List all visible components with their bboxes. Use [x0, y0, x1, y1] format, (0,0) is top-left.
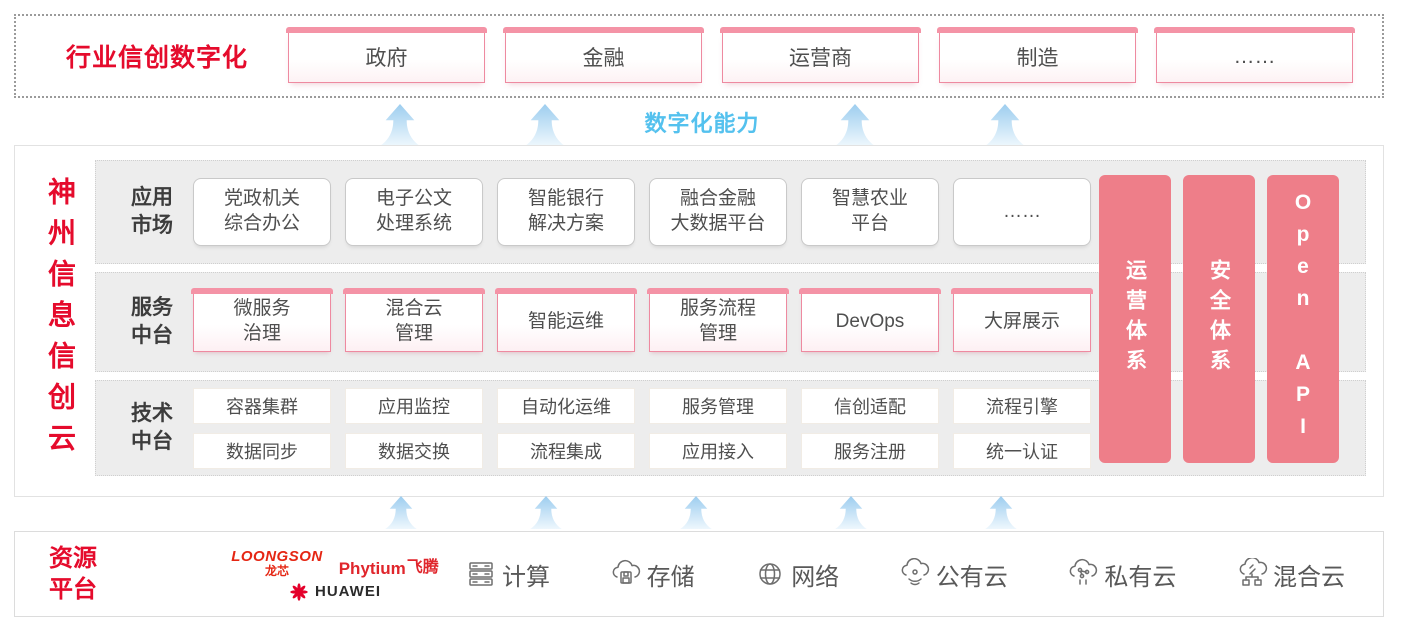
layer-label: 服务中台: [131, 295, 173, 347]
resource-item-hybrid-cloud: 混合云: [1236, 557, 1345, 592]
up-arrow-icon: [680, 496, 712, 529]
platform-title-vertical: 神州信息信创云: [45, 176, 76, 464]
server-icon: [469, 562, 493, 586]
svc-box-hybrid-cloud-mgmt: 混合云 管理: [343, 288, 485, 352]
resource-platform-title: 资源 平台: [49, 544, 97, 603]
layer-application-market: 应用市场 党政机关 综合办公 电子公文 处理系统 智能银行 解决方案 融合金融 …: [95, 160, 1366, 264]
vendor-logos: LOONGSON 龙芯 Phytium 飞腾: [210, 542, 460, 608]
industry-box-government: 政府: [286, 27, 487, 83]
up-arrow-icon: [530, 496, 562, 529]
svc-box-service-process-mgmt: 服务流程 管理: [647, 288, 789, 352]
tech-box-process-integration: 流程集成: [497, 432, 635, 469]
layer-label: 应用市场: [131, 185, 173, 237]
resource-items: 计算 存储 网络: [465, 532, 1345, 616]
huawei-flower-icon: [290, 582, 308, 601]
industry-row: 政府 金融 运营商 制造 ……: [286, 27, 1355, 83]
loongson-logo: LOONGSON 龙芯: [231, 547, 323, 578]
resource-item-network: 网络: [754, 557, 839, 592]
tech-box-service-mgmt: 服务管理: [649, 387, 787, 424]
xinchuang-cloud-platform: 神州信息信创云 应用市场 党政机关 综合办公 电子公文 处理系统 智能银行 解决…: [14, 145, 1384, 497]
storage-cloud-icon: [612, 559, 640, 584]
up-arrow-icon: [524, 104, 566, 146]
app-box-finance-bigdata: 融合金融 大数据平台: [649, 178, 787, 246]
pillar-open-api: Open API: [1267, 175, 1339, 463]
tech-box-service-registry: 服务注册: [801, 432, 939, 469]
resource-item-public-cloud: 公有云: [899, 557, 1008, 592]
huawei-logo: HUAWEI: [289, 582, 381, 602]
up-arrow-icon: [834, 104, 876, 146]
tech-box-xinchuang-adaptation: 信创适配: [801, 387, 939, 424]
phytium-logo: Phytium 飞腾: [338, 558, 439, 578]
up-arrow-icon: [835, 496, 867, 529]
tech-box-process-engine: 流程引擎: [953, 387, 1091, 424]
tech-box-unified-auth: 统一认证: [953, 432, 1091, 469]
network-globe-icon: [759, 563, 781, 585]
application-boxes: 党政机关 综合办公 电子公文 处理系统 智能银行 解决方案 融合金融 大数据平台…: [193, 161, 1091, 263]
app-box-party-gov-office: 党政机关 综合办公: [193, 178, 331, 246]
pillar-operation-system: 运营体系: [1099, 175, 1171, 463]
pillar-security-system: 安全体系: [1183, 175, 1255, 463]
tech-box-container-cluster: 容器集群: [193, 387, 331, 424]
svc-box-microservice-governance: 微服务 治理: [191, 288, 333, 352]
app-box-smart-banking: 智能银行 解决方案: [497, 178, 635, 246]
tech-box-data-exchange: 数据交换: [345, 432, 483, 469]
app-box-edoc-system: 电子公文 处理系统: [345, 178, 483, 246]
capability-label: 数字化能力: [644, 111, 760, 136]
tech-box-automated-ops: 自动化运维: [497, 387, 635, 424]
up-arrow-icon: [985, 496, 1017, 529]
layer-label: 技术中台: [131, 401, 173, 453]
up-arrow-icon: [379, 104, 421, 146]
up-arrow-icon: [385, 496, 417, 529]
resource-platform-sector: 资源 平台 LOONGSON 龙芯 Phytium 飞腾: [14, 531, 1384, 617]
up-arrow-icon: [984, 104, 1026, 146]
public-cloud-icon: [901, 558, 929, 586]
resource-item-compute: 计算: [465, 557, 550, 592]
tech-box-app-monitoring: 应用监控: [345, 387, 483, 424]
banner-title: 行业信创数字化: [66, 44, 249, 72]
industry-digitalization-banner: 行业信创数字化 政府 金融 运营商 制造 ……: [14, 14, 1384, 98]
app-box-more: ……: [953, 178, 1091, 246]
industry-box-finance: 金融: [503, 27, 704, 83]
industry-box-operator: 运营商: [720, 27, 921, 83]
private-cloud-icon: [1070, 558, 1098, 585]
svc-box-devops: DevOps: [799, 288, 941, 352]
hybrid-cloud-icon: [1239, 558, 1268, 586]
layer-technology-platform: 技术中台 容器集群 应用监控 自动化运维 服务管理 信创适配 流程引擎 数据同步…: [95, 380, 1366, 476]
resource-item-storage: 存储: [610, 557, 695, 592]
technology-boxes: 容器集群 应用监控 自动化运维 服务管理 信创适配 流程引擎 数据同步 数据交换…: [193, 381, 1091, 475]
tech-box-app-access: 应用接入: [649, 432, 787, 469]
tech-box-data-sync: 数据同步: [193, 432, 331, 469]
industry-box-more: ……: [1154, 27, 1355, 83]
service-boxes: 微服务 治理 混合云 管理 智能运维 服务流程 管理 DevOps 大屏展示: [191, 273, 1093, 371]
layer-service-platform: 服务中台 微服务 治理 混合云 管理 智能运维 服务流程 管理 DevOps 大…: [95, 272, 1366, 372]
industry-box-manufacturing: 制造: [937, 27, 1138, 83]
svc-box-big-screen: 大屏展示: [951, 288, 1093, 352]
app-box-smart-agriculture: 智慧农业 平台: [801, 178, 939, 246]
svc-box-intelligent-ops: 智能运维: [495, 288, 637, 352]
resource-item-private-cloud: 私有云: [1067, 557, 1176, 592]
